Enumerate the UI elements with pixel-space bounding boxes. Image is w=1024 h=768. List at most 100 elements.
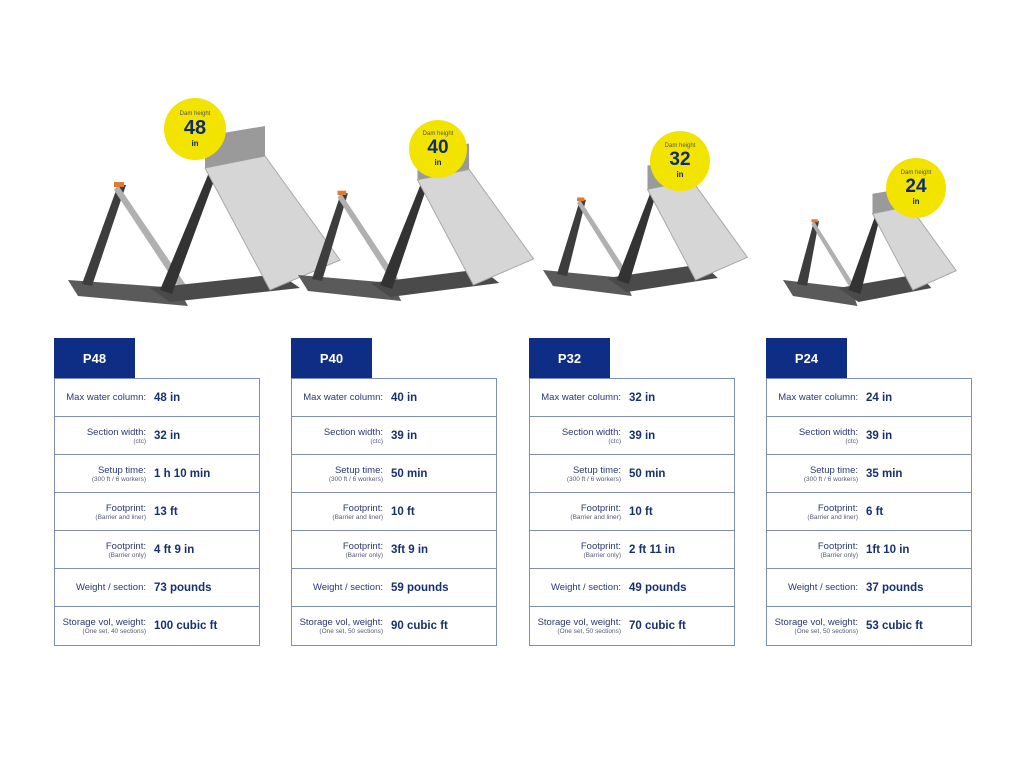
spec-row: Storage vol, weight:(One set, 50 section… [292, 607, 496, 646]
spec-label: Storage vol, weight:(One set, 50 section… [530, 617, 629, 635]
spec-label-main: Footprint: [105, 540, 146, 552]
spec-row: Section width:(ctc)39 in [767, 417, 971, 455]
spec-label-note: (ctc) [608, 437, 621, 445]
spec-label-note: (300 ft / 6 workers) [803, 475, 858, 483]
spec-label: Section width:(ctc) [530, 427, 629, 445]
spec-value: 49 pounds [629, 581, 687, 594]
spec-value: 53 cubic ft [866, 620, 923, 632]
barrier-illustration [68, 126, 341, 306]
spec-row: Footprint:(Barrier only)1ft 10 in [767, 531, 971, 569]
badge-unit: in [676, 170, 684, 179]
spec-label-main: Storage vol, weight: [537, 617, 621, 628]
spec-row: Section width:(ctc)32 in [55, 417, 259, 455]
badge-value: 24 [905, 176, 927, 197]
spec-label: Max water column: [292, 392, 391, 403]
spec-label-note: (300 ft / 6 workers) [328, 475, 383, 483]
barrier-illustration [543, 158, 749, 296]
spec-row: Footprint:(Barrier only)3ft 9 in [292, 531, 496, 569]
spec-label-main: Footprint: [817, 540, 858, 552]
spec-value: 6 ft [866, 505, 884, 518]
spec-row: Setup time:(300 ft / 6 workers)1 h 10 mi… [55, 455, 259, 493]
spec-value: 13 ft [154, 505, 178, 518]
barrier-illustration [298, 143, 535, 301]
spec-label: Footprint:(Barrier and liner) [292, 503, 391, 521]
model-tab: P48 [54, 338, 135, 379]
spec-row: Setup time:(300 ft / 6 workers) 50 min [292, 455, 496, 493]
spec-label: Setup time:(300 ft / 6 workers) [767, 465, 866, 483]
spec-label-main: Footprint: [342, 540, 383, 552]
spec-label-main: Footprint: [105, 502, 146, 514]
spec-label-main: Max water column: [66, 392, 146, 403]
spec-label: Section width:(ctc) [55, 427, 154, 445]
spec-label-main: Weight / section: [75, 582, 146, 593]
spec-value: 40 in [391, 391, 418, 404]
spec-value: 10 ft [629, 505, 653, 518]
spec-row: Footprint:(Barrier and liner)6 ft [767, 493, 971, 531]
spec-label-main: Section width: [86, 426, 146, 438]
spec-value: 48 in [154, 391, 181, 404]
spec-label-main: Section width: [561, 426, 621, 438]
spec-label: Storage vol, weight:(One set, 50 section… [767, 617, 866, 635]
spec-label-note: (One set, 40 sections) [82, 628, 146, 635]
spec-label: Footprint:(Barrier only) [530, 541, 629, 559]
spec-table: Max water column:40 in Section width:(ctc… [291, 378, 497, 646]
spec-label-note: (ctc) [133, 437, 146, 445]
spec-label-note: (ctc) [370, 437, 383, 445]
spec-label: Weight / section: [292, 582, 391, 593]
spec-value: 59 pounds [391, 581, 449, 594]
spec-label-main: Section width: [323, 426, 383, 438]
spec-value: 39 in [391, 429, 418, 442]
spec-value: 50 min [391, 467, 428, 480]
spec-value: 1ft 10 in [866, 543, 910, 556]
model-tab: P32 [529, 338, 610, 379]
spec-row: Footprint:(Barrier only)2 ft 11 in [530, 531, 734, 569]
spec-label-main: Setup time: [572, 464, 621, 476]
spec-label: Storage vol, weight:(One set, 40 section… [55, 617, 154, 635]
spec-label-main: Storage vol, weight: [774, 617, 858, 628]
spec-label-main: Weight / section: [550, 582, 621, 593]
barrier-illustration [783, 187, 957, 306]
badge-value: 48 [183, 116, 207, 139]
badge-value: 32 [669, 149, 691, 170]
spec-row: Weight / section:37 pounds [767, 569, 971, 607]
spec-row: Section width:(ctc) 39 in [292, 417, 496, 455]
spec-value: 73 pounds [154, 581, 212, 594]
spec-label-note: (Barrier only) [108, 551, 146, 559]
spec-label-main: Max water column: [778, 392, 858, 403]
spec-label-note: (ctc) [845, 437, 858, 445]
spec-row: Weight / section:59 pounds [292, 569, 496, 607]
spec-label: Footprint:(Barrier and liner) [55, 503, 154, 521]
spec-row: Footprint:(Barrier and liner)10 ft [530, 493, 734, 531]
folded-frame-icon [543, 197, 635, 296]
spec-label: Footprint:(Barrier and liner) [767, 503, 866, 521]
spec-label-note: (Barrier and liner) [95, 513, 146, 521]
spec-label-main: Storage vol, weight: [299, 617, 383, 628]
spec-row: Weight / section: 49 pounds [530, 569, 734, 607]
spec-row: Footprint:(Barrier and liner)10 ft [292, 493, 496, 531]
spec-value: 100 cubic ft [154, 620, 218, 632]
spec-row: Setup time:(300 ft / 6 workers)35 min [767, 455, 971, 493]
model-tab: P24 [766, 338, 847, 379]
badge-unit: in [434, 158, 442, 167]
spec-table: Max water column: 24 in Section width:(ctc… [766, 378, 972, 646]
barrier-icon [150, 126, 341, 302]
spec-label: Max water column: [55, 392, 154, 403]
spec-label: Setup time:(300 ft / 6 workers) [55, 465, 154, 483]
barrier-icon [838, 187, 957, 302]
spec-value: 10 ft [391, 505, 415, 518]
spec-label-main: Setup time: [334, 464, 383, 476]
spec-value: 90 cubic ft [391, 620, 448, 632]
badge-unit: in [191, 138, 199, 148]
spec-label-note: (Barrier only) [345, 551, 383, 559]
spec-row: Weight / section: 73 pounds [55, 569, 259, 607]
spec-value: 24 in [866, 391, 893, 404]
spec-label: Max water column: [767, 392, 866, 403]
spec-label-note: (One set, 50 sections) [319, 628, 383, 635]
spec-label: Section width:(ctc) [767, 427, 866, 445]
spec-value: 1 h 10 min [154, 467, 211, 480]
